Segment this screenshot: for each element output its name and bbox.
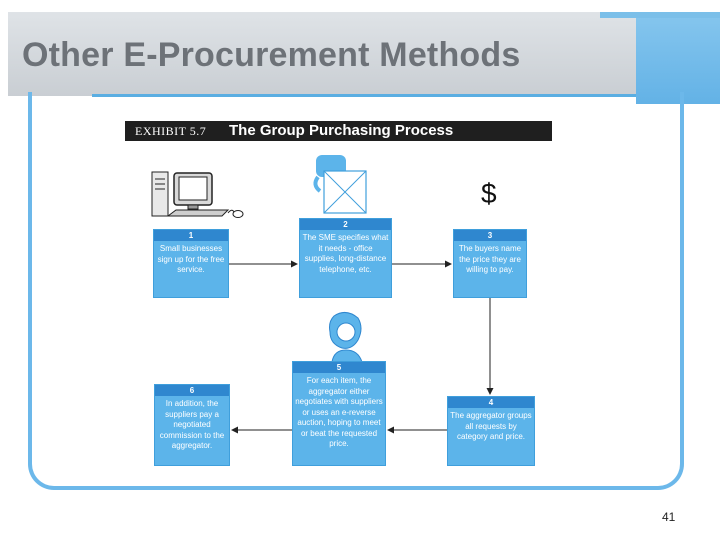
step-5-box: 5 For each item, the aggregator either n… xyxy=(292,361,386,466)
exhibit-title: The Group Purchasing Process xyxy=(229,122,454,139)
step-number: 3 xyxy=(454,230,526,241)
step-text: For each item, the aggregator either neg… xyxy=(295,376,383,448)
step-number: 4 xyxy=(448,397,534,408)
dollar-symbol: $ xyxy=(481,178,497,209)
step-number: 2 xyxy=(300,219,391,230)
step-4-box: 4 The aggregator groups all requests by … xyxy=(447,396,535,466)
telephone-envelope-icon xyxy=(313,155,367,214)
step-text: Small businesses sign up for the free se… xyxy=(157,244,225,274)
step-number: 6 xyxy=(155,385,229,396)
exhibit-header: EXHIBIT 5.7 The Group Purchasing Process xyxy=(125,121,552,141)
page-number: 41 xyxy=(662,510,676,524)
step-3-box: 3 The buyers name the price they are wil… xyxy=(453,229,527,298)
step-1-box: 1 Small businesses sign up for the free … xyxy=(153,229,229,298)
step-number: 5 xyxy=(293,362,385,373)
step-text: The buyers name the price they are willi… xyxy=(458,244,522,274)
step-text: In addition, the suppliers pay a negotia… xyxy=(159,399,225,450)
top-accent-strip xyxy=(600,12,720,18)
step-text: The SME specifies what it needs - office… xyxy=(302,233,389,274)
person-icon xyxy=(329,312,363,362)
step-2-box: 2 The SME specifies what it needs - offi… xyxy=(299,218,392,298)
step-text: The aggregator groups all requests by ca… xyxy=(450,411,532,441)
exhibit-number: EXHIBIT 5.7 xyxy=(135,124,207,138)
slide-title: Other E-Procurement Methods xyxy=(22,36,521,74)
title-bar xyxy=(8,12,636,96)
computer-icon xyxy=(151,171,244,218)
step-6-box: 6 In addition, the suppliers pay a negot… xyxy=(154,384,230,466)
step-number: 1 xyxy=(154,230,228,241)
content-frame xyxy=(28,92,684,490)
title-underline xyxy=(92,94,636,97)
title-bar-accent xyxy=(636,12,720,104)
